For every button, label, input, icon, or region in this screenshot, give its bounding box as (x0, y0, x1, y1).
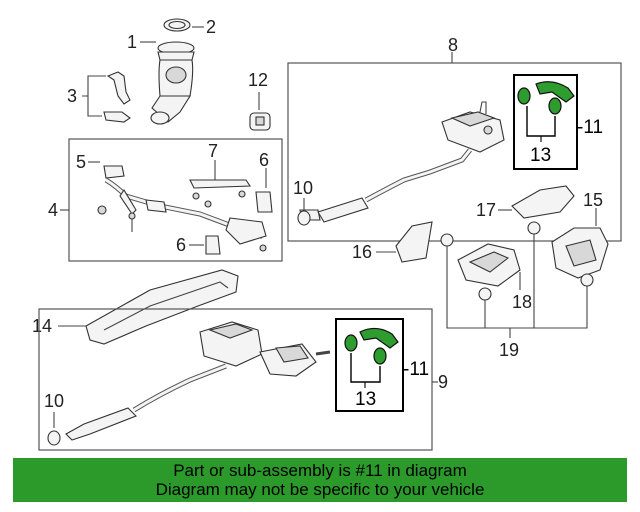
leader-bracket (446, 234, 588, 329)
callout-10-upper: 10 (293, 178, 313, 198)
callout-10-lower: 10 (44, 391, 64, 411)
callout-6-lower: 6 (176, 235, 186, 255)
callout-13-upper: 13 (530, 145, 551, 166)
heat-shield-18 (457, 243, 521, 287)
heat-shield-15 (551, 227, 609, 279)
callout-15: 15 (583, 190, 603, 210)
highlighted-hanger-set-upper (517, 81, 575, 115)
highlight-box-lower (335, 318, 404, 412)
callout-4: 4 (48, 200, 58, 220)
heat-shield-17 (511, 185, 575, 219)
callout-13-lower: 13 (355, 389, 376, 410)
catalytic-converter-part (150, 41, 195, 125)
heat-shield-16 (395, 221, 433, 263)
info-banner: Part or sub-assembly is #11 in diagram D… (13, 458, 627, 502)
heat-shield-14 (85, 269, 239, 345)
callout-8: 8 (448, 35, 458, 55)
callout-14: 14 (32, 316, 52, 336)
callout-11-upper: -11 (577, 117, 603, 138)
group-box-8 (287, 62, 622, 242)
callout-11-lower: -11 (403, 359, 429, 380)
gasket-part-lower (47, 430, 61, 446)
callout-1: 1 (127, 32, 137, 52)
hanger-part (249, 112, 271, 131)
group-box-9 (38, 308, 433, 451)
leader-bracket (82, 75, 106, 117)
callout-12: 12 (248, 70, 268, 90)
callout-5: 5 (76, 152, 86, 172)
muffler-assembly-part (299, 101, 505, 223)
callout-18: 18 (512, 292, 532, 312)
callout-17: 17 (476, 200, 496, 220)
front-pipe-part (97, 165, 273, 255)
banner-line-1: Part or sub-assembly is #11 in diagram (173, 461, 467, 480)
group-box-4 (68, 138, 283, 262)
callout-2: 2 (206, 17, 216, 37)
callout-3: 3 (67, 86, 77, 106)
fastener-19-set (440, 221, 594, 301)
callout-9: 9 (438, 372, 448, 392)
muffler-assembly-part-lower (65, 321, 331, 441)
gasket-part (297, 210, 311, 226)
gasket-ring-part (163, 18, 191, 32)
callout-6-upper: 6 (259, 150, 269, 170)
callout-7: 7 (208, 141, 218, 161)
highlighted-hanger-set-lower (344, 327, 399, 365)
highlight-box-upper (513, 74, 578, 170)
banner-line-2: Diagram may not be specific to your vehi… (155, 480, 485, 499)
bracket-part (103, 71, 131, 123)
callout-19: 19 (499, 340, 519, 360)
callout-16: 16 (352, 242, 372, 262)
